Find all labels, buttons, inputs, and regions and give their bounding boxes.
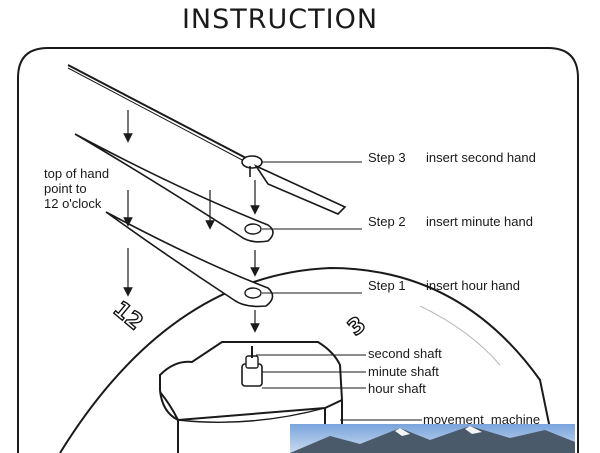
step-3-text: insert second hand	[426, 150, 536, 165]
step-3-number: Step 3	[368, 150, 406, 165]
minute-shaft-label: minute shaft	[368, 364, 439, 379]
note-line-3: 12 o'clock	[44, 196, 102, 211]
instruction-frame	[17, 47, 579, 453]
hour-shaft-label: hour shaft	[368, 381, 426, 396]
hour-hand	[105, 211, 274, 308]
shaft-leaders	[256, 354, 422, 421]
minute-hand	[74, 133, 274, 243]
note-line-2: point to	[44, 181, 87, 196]
movement-machine-label: movement machine	[423, 412, 540, 427]
step-2-number: Step 2	[368, 214, 406, 229]
step-1-text: insert hour hand	[426, 278, 520, 293]
dial-number-3: 3	[343, 312, 370, 341]
clock-face-arc-faint	[419, 305, 501, 366]
landscape-photo	[290, 424, 575, 453]
step-2-text: insert minute hand	[426, 214, 533, 229]
step-leaders	[262, 161, 362, 294]
step-1-number: Step 1	[368, 278, 406, 293]
second-hand	[67, 64, 347, 215]
note-line-1: top of hand	[44, 166, 109, 181]
page-title: INSTRUCTION	[181, 4, 379, 35]
second-shaft-label: second shaft	[368, 346, 442, 361]
dial-number-12: 12	[108, 297, 148, 336]
alignment-arrows	[123, 110, 260, 333]
clock-face-arc	[59, 266, 556, 453]
